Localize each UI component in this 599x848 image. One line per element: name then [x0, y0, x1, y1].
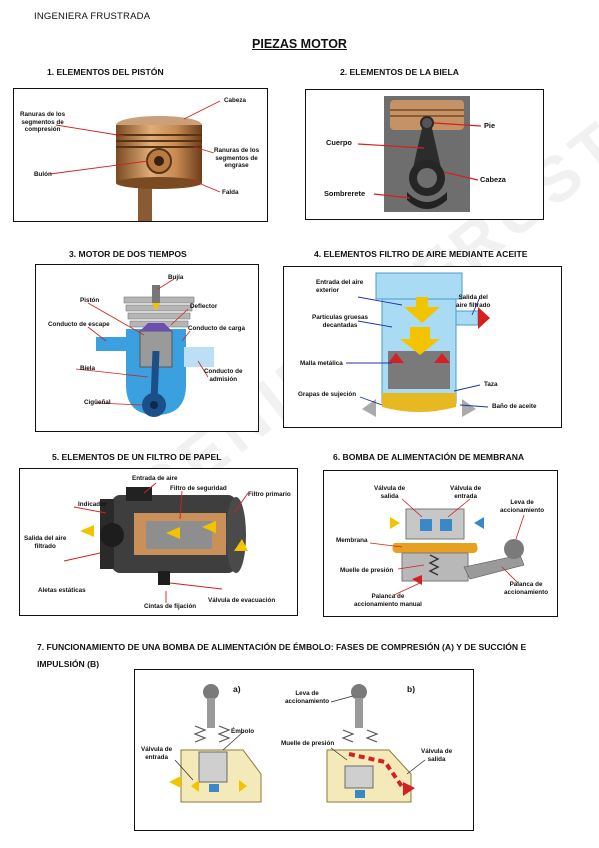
label-entrada-aire-papel: Entrada de aire	[132, 475, 178, 482]
label-filtro-seguridad: Filtro de seguridad	[170, 485, 227, 492]
label-falda: Falda	[222, 189, 239, 196]
section-2-title: 2. ELEMENTOS DE LA BIELA	[340, 67, 459, 77]
label-bujia: Bujía	[168, 274, 184, 281]
label-taza: Taza	[484, 381, 498, 388]
label-salida-aire: Salida del aire filtrado	[456, 294, 491, 309]
label-valvula-entrada-embolo: Válvula de entrada	[141, 746, 173, 761]
label-valvula-entrada-membrana: Válvula de entrada	[450, 485, 482, 500]
label-indicador: Indicador	[78, 501, 107, 508]
label-filtro-primario: Filtro primario	[248, 491, 291, 498]
label-valvula-salida-embolo: Válvula de salida	[421, 748, 453, 763]
label-cintas: Cintas de fijación	[144, 603, 197, 610]
piston-pump-figure: a) b) Émbolo Válvula de entrada Leva de …	[134, 669, 474, 831]
label-valvula-salida-membrana: Válvula de salida	[374, 485, 406, 500]
label-piston: Pistón	[80, 297, 100, 304]
label-embolo: Émbolo	[231, 728, 255, 735]
label-ranuras-compresion: Ranuras de los segmentos de compresión	[20, 111, 66, 133]
section-1-title: 1. ELEMENTOS DEL PISTÓN	[47, 67, 164, 77]
label-ranuras-engrase: Ranuras de los segmentos de engrase	[214, 147, 260, 169]
label-deflector: Deflector	[190, 303, 218, 310]
connecting-rod-illustration	[357, 96, 482, 212]
label-muelle-membrana: Muelle de presión	[340, 567, 394, 574]
label-leva-membrana: Leva de accionamiento	[500, 499, 545, 514]
label-malla: Malla metálica	[300, 360, 343, 367]
label-biela: Biela	[80, 365, 96, 372]
label-cabeza: Cabeza	[224, 97, 247, 104]
label-leva-embolo: Leva de accionamiento	[285, 690, 330, 705]
piston-figure: Cabeza Ranuras de los segmentos de compr…	[13, 88, 268, 222]
paper-filter-illustration	[63, 482, 249, 603]
section-5-title: 5. ELEMENTOS DE UN FILTRO DE PAPEL	[52, 452, 222, 462]
label-cuerpo: Cuerpo	[326, 138, 352, 147]
two-stroke-illustration	[75, 278, 214, 417]
membrane-pump-figure: Válvula de salida Válvula de entrada Lev…	[323, 470, 558, 617]
label-fase-a: a)	[233, 684, 241, 694]
piston-pump-illustration	[169, 684, 426, 803]
label-conducto-carga: Conducto de carga	[188, 325, 246, 332]
label-particulas: Partículas gruesas decantadas	[312, 314, 369, 329]
label-muelle-embolo: Muelle de presión	[281, 740, 335, 747]
label-aletas: Aletas estáticas	[38, 587, 86, 594]
paper-filter-figure: Entrada de aire Filtro de seguridad Filt…	[19, 468, 298, 616]
label-grapas: Grapas de sujeción	[298, 391, 357, 398]
page-title: PIEZAS MOTOR	[252, 37, 347, 51]
section-6-title: 6. BOMBA DE ALIMENTACIÓN DE MEMBRANA	[333, 452, 525, 462]
section-3-title: 3. MOTOR DE DOS TIEMPOS	[69, 249, 187, 259]
section-7-title: 7. FUNCIONAMIENTO DE UNA BOMBA DE ALIMEN…	[37, 642, 527, 669]
label-entrada-aire: Entrada del aire exterior	[316, 279, 364, 294]
label-bano-aceite: Baño de aceite	[492, 403, 537, 410]
piston-illustration	[49, 100, 221, 221]
label-cabeza-biela: Cabeza	[480, 175, 506, 184]
label-bulon: Bulón	[34, 171, 52, 178]
label-conducto-admision: Conducto de admisión	[204, 368, 243, 383]
label-membrana: Membrana	[336, 537, 368, 544]
label-salida-aire-filtrado: Salida del aire filtrado	[24, 535, 67, 550]
header-text: INGENIERA FRUSTRADA	[34, 11, 151, 22]
label-conducto-escape: Conducto de escape	[48, 321, 110, 328]
oil-air-filter-illustration	[346, 272, 490, 417]
label-fase-b: b)	[407, 684, 416, 694]
label-pie: Pie	[484, 121, 496, 130]
label-palanca: Palanca de accionamiento	[504, 581, 549, 596]
oil-air-filter-figure: Entrada del aire exterior Salida del air…	[283, 266, 562, 428]
section-4-title: 4. ELEMENTOS FILTRO DE AIRE MEDIANTE ACE…	[314, 249, 528, 259]
label-valvula-evacuacion: Válvula de evacuación	[208, 597, 276, 604]
label-palanca-manual: Palanca de accionamiento manual	[354, 593, 422, 608]
label-ciguenal: Cigüeñal	[84, 399, 111, 406]
membrane-pump-illustration	[369, 498, 525, 596]
connecting-rod-figure: Pie Cuerpo Cabeza Sombrerete	[305, 89, 544, 220]
two-stroke-figure: Bujía Pistón Deflector Conducto de escap…	[35, 264, 259, 432]
label-sombrerete: Sombrerete	[324, 189, 366, 198]
